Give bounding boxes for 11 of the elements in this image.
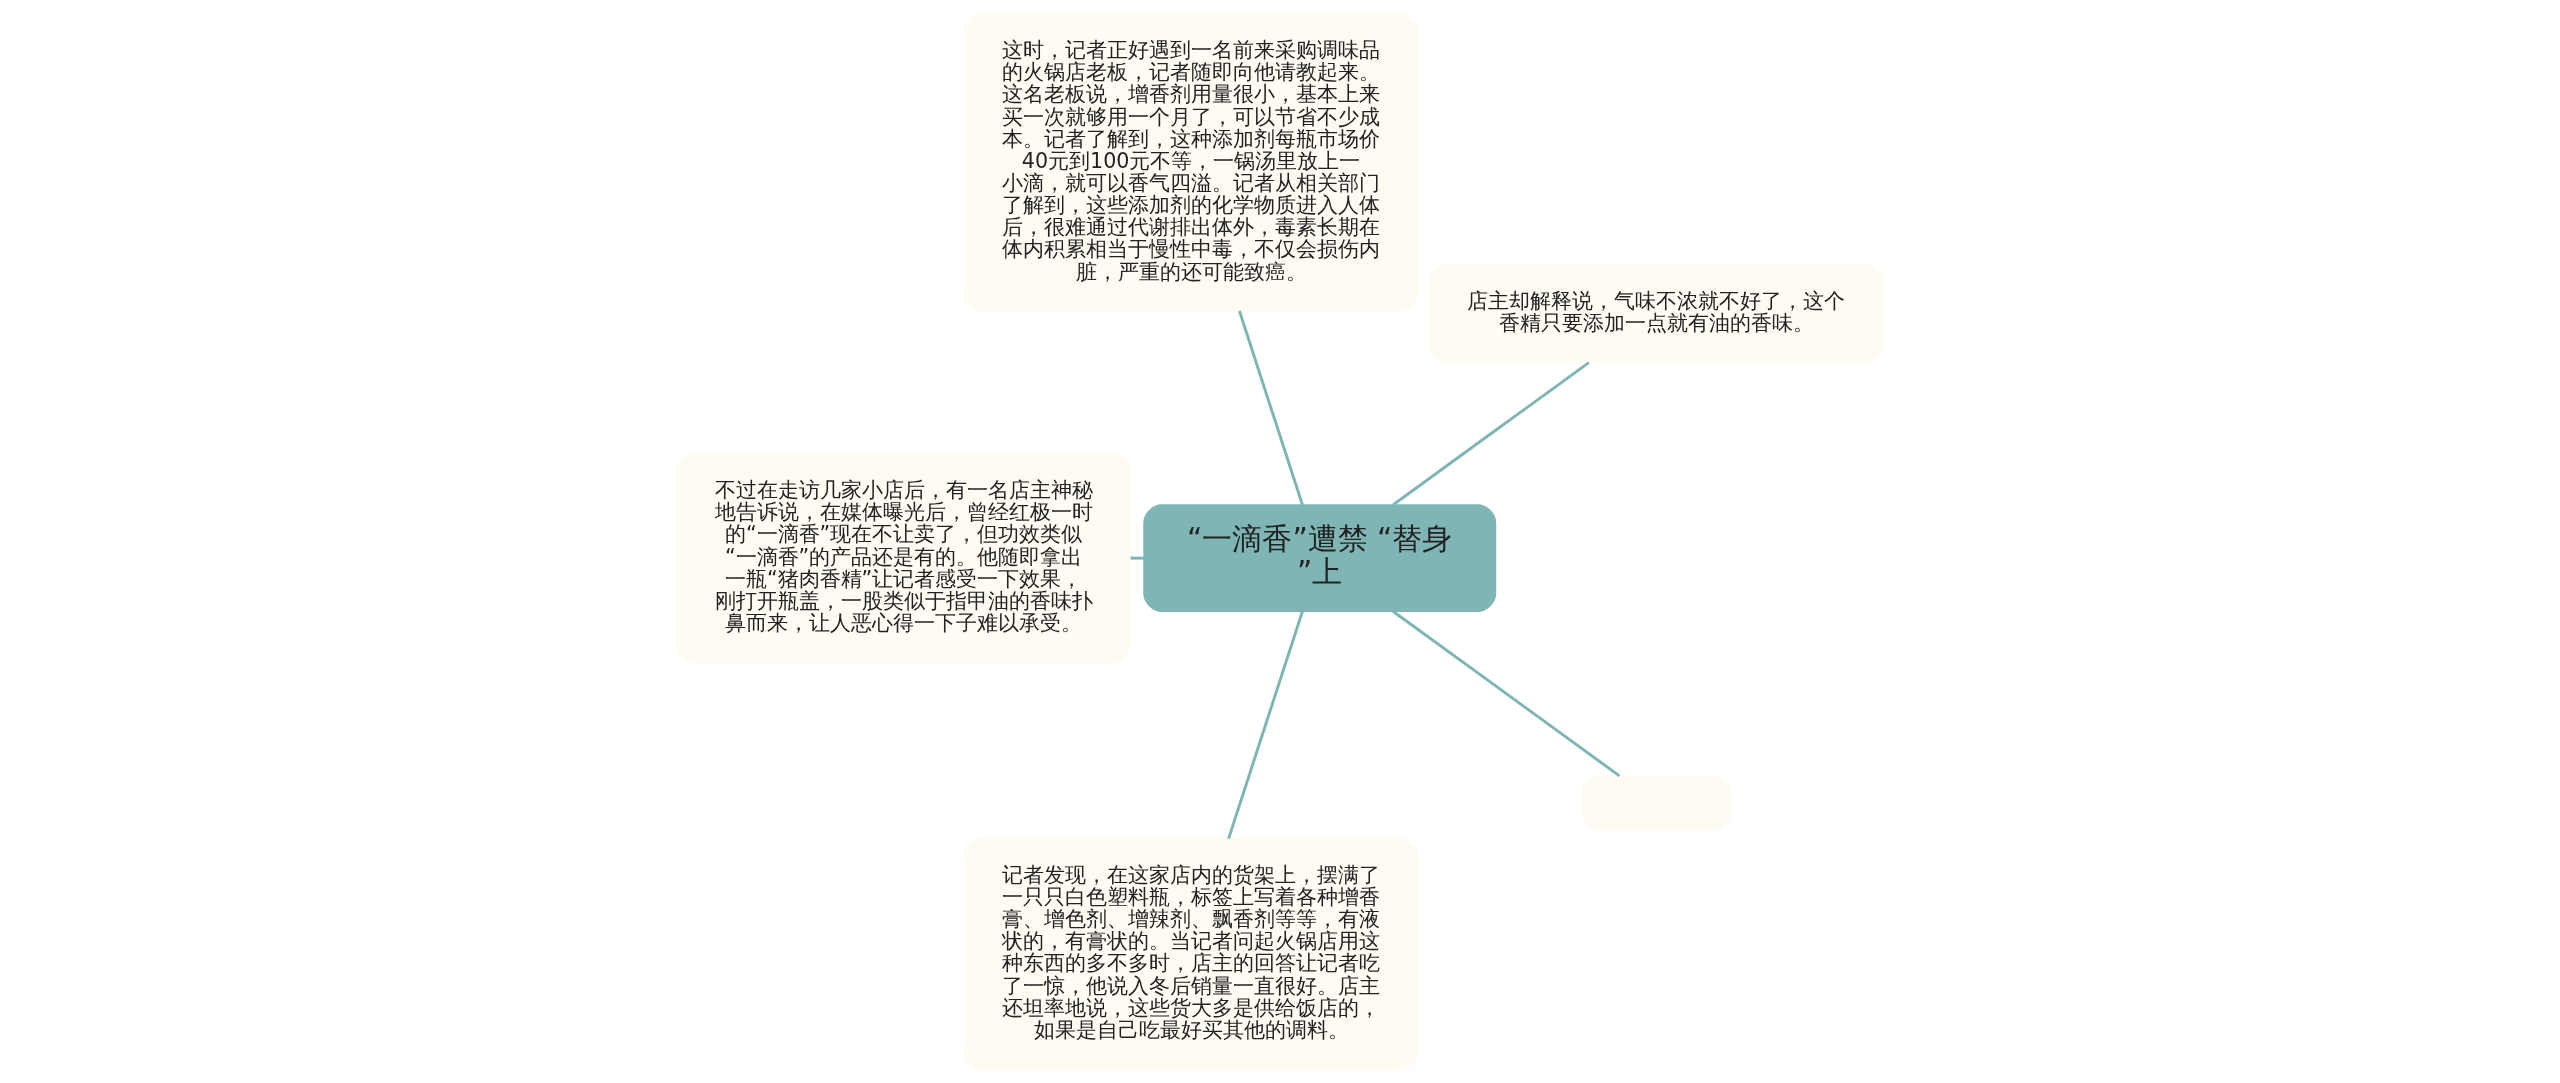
- connector: [1238, 310, 1304, 506]
- connector: [1392, 361, 1590, 506]
- node-box: [1581, 775, 1732, 831]
- node-box: 记者发现，在这家店内的货架上，摆满了一只只白色塑料瓶，标签上写着各种增香膏、增色剂、增辣剂、飘香剂等等，有液状的，有膏状的。当记者问起火锅店用这种东西的多不多时，店主的回答让记者吃了一惊，他说入冬后销量一直很好。店主还坦率地说，这些货大多是供给饭店的，如果是自己吃最好买其他的调料。: [963, 837, 1419, 1070]
- node-box: 不过在走访几家小店后，有一名店主神秘地告诉说，在媒体曝光后，曾经红极一时的“一滴香”现在不让卖了，但功效类似“一滴香”的产品还是有的。他随即拿出一瓶“猪肉香精”让记者感受一下效果，刚打开瓶盖，一股类似于指甲油的香味扑鼻而来，让人恶心得一下子难以承受。: [676, 453, 1132, 663]
- node-box: “一滴香”遭禁 “替身”上: [1143, 504, 1497, 612]
- node-box: 这时，记者正好遇到一名前来采购调味品的火锅店老板，记者随即向他请教起来。这名老板说，增香剂用量很小，基本上来买一次就够用一个月了，可以节省不少成本。记者了解到，这种添加剂每瓶市场价40元到100元不等，一锅汤里放上一小滴，就可以香气四溢。记者从相关部门了解到，这些添加剂的化学物质进入人体后，很难通过代谢排出体外，毒素长期在体内积累相当于慢性中毒，不仅会损伤内脏，严重的还可能致癌。: [963, 13, 1419, 312]
- connector: [1227, 611, 1304, 840]
- connector: [1130, 556, 1144, 560]
- node-box: 店主却解释说，气味不浓就不好了，这个香精只要添加一点就有油的香味。: [1428, 264, 1884, 363]
- connector: [1392, 610, 1621, 778]
